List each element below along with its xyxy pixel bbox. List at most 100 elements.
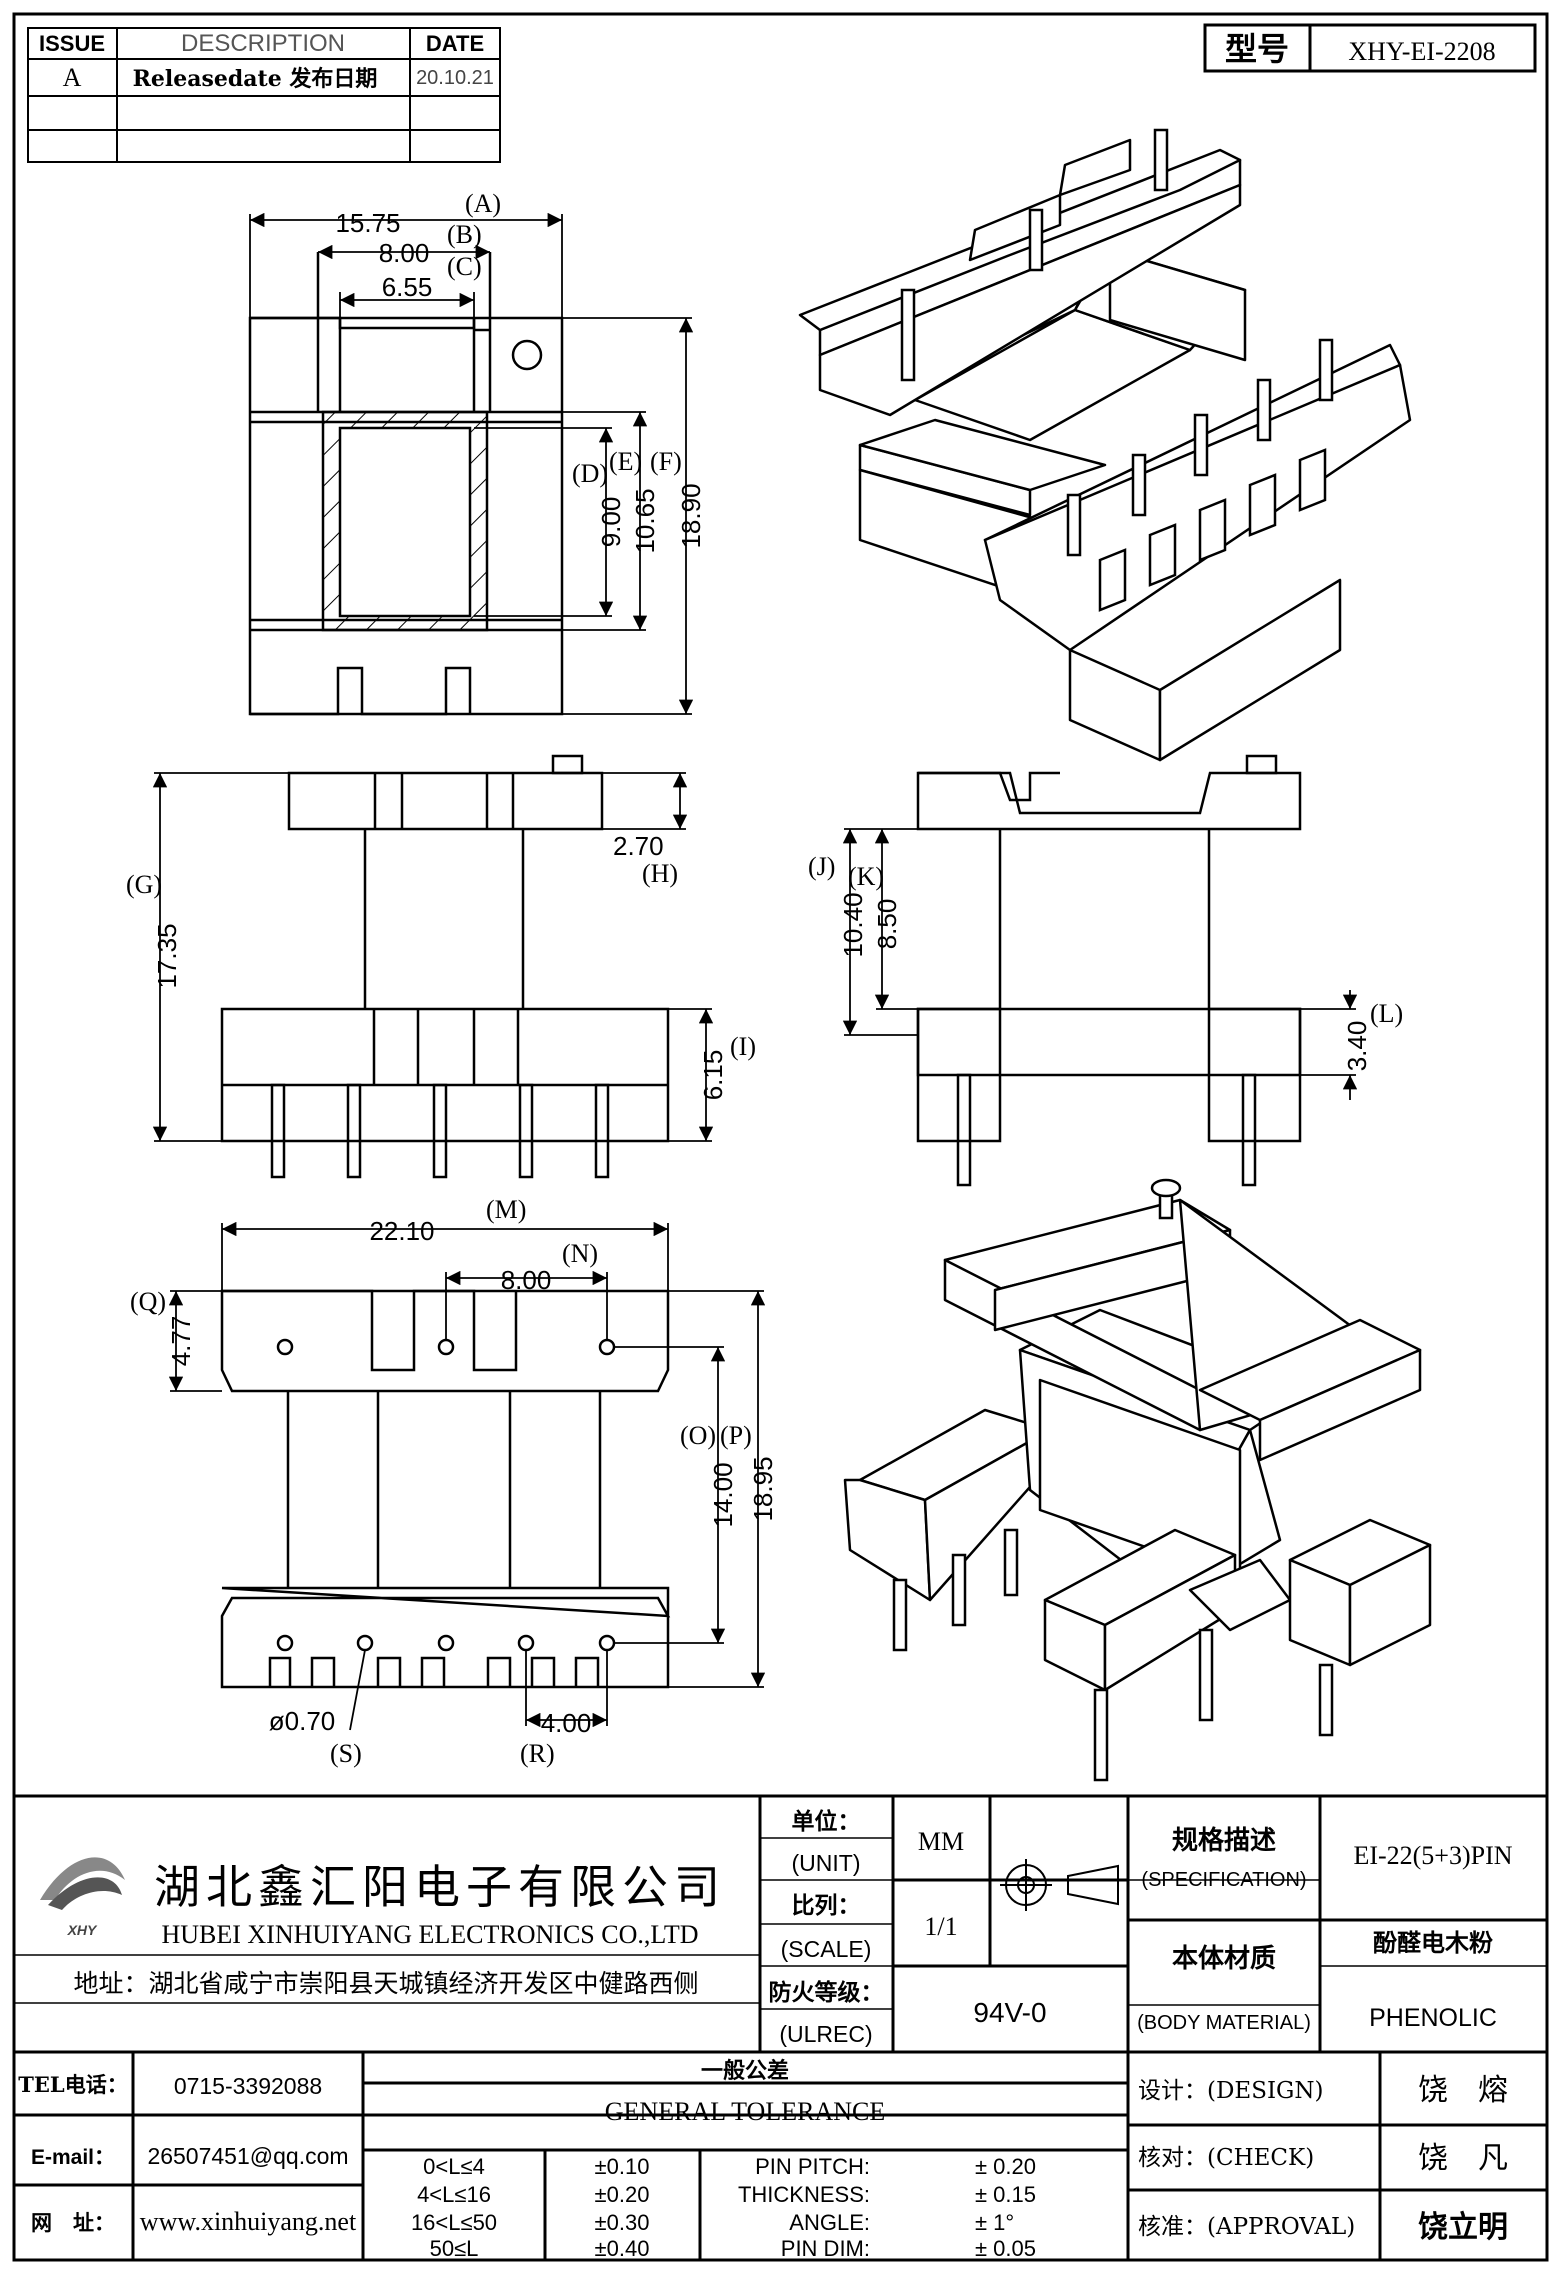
email-label: E-mail： bbox=[31, 2146, 115, 2169]
sheet-border bbox=[12, 12, 1549, 2262]
scale-label-cn: 比列： bbox=[792, 1892, 861, 1919]
dim-l-tag: (L) bbox=[1370, 999, 1403, 1028]
dim-m-tag: (M) bbox=[486, 1195, 526, 1224]
dim-n-tag: (N) bbox=[562, 1239, 598, 1268]
design-name: 饶 熔 bbox=[1418, 2073, 1508, 2108]
dim-i-value: 6.15 bbox=[698, 1050, 728, 1101]
dim-d-value: 9.00 bbox=[596, 497, 626, 548]
side-view-dim-lines bbox=[842, 828, 1358, 1100]
logo-text: XHY bbox=[67, 1922, 98, 1938]
tolerance-items: PIN PITCH: THICKNESS: ANGLE: PIN DIM: ± … bbox=[738, 2154, 1036, 2261]
dim-r-value: 4.00 bbox=[541, 1708, 592, 1738]
tel-label: TEL电话： bbox=[18, 2072, 127, 2097]
ulrec-label-cn: 防火等级： bbox=[769, 1979, 884, 2006]
model-value: XHY-EI-2208 bbox=[1348, 37, 1495, 66]
tolerance-item-name: THICKNESS: bbox=[738, 2182, 870, 2207]
dim-s-tag: (S) bbox=[330, 1739, 362, 1768]
bottom-view-dim-lines bbox=[168, 1221, 766, 1731]
top-view bbox=[248, 252, 564, 716]
dim-j-value: 10.40 bbox=[838, 892, 868, 957]
scale-value: 1/1 bbox=[924, 1912, 957, 1941]
dim-h-value: 2.70 bbox=[613, 831, 664, 861]
tolerance-range: 50≤L bbox=[430, 2236, 479, 2261]
tolerance-item-value: ± 1° bbox=[975, 2210, 1014, 2235]
material-label-cn: 本体材质 bbox=[1172, 1944, 1276, 1974]
design-label: 设计：(DESIGN) bbox=[1138, 2078, 1324, 2104]
dim-k-tag: (K) bbox=[848, 862, 884, 891]
material-label-en: (BODY MATERIAL) bbox=[1137, 2012, 1311, 2034]
dim-e-value: 10.65 bbox=[630, 488, 660, 553]
tolerance-item-name: PIN PITCH: bbox=[755, 2154, 870, 2179]
tolerance-item-value: ± 0.15 bbox=[975, 2182, 1036, 2207]
tolerance-ranges: 0<L≤4 4<L≤16 16<L≤50 50≤L ±0.10 ±0.20 ±0… bbox=[411, 2154, 650, 2261]
dim-k-value: 8.50 bbox=[872, 899, 902, 950]
dim-h-tag: (H) bbox=[642, 859, 678, 888]
approval-label: 核准：(APPROVAL) bbox=[1138, 2214, 1355, 2240]
dim-p-value: 18.95 bbox=[748, 1456, 778, 1521]
spec-label-cn: 规格描述 bbox=[1172, 1825, 1276, 1856]
dim-m-value: 22.10 bbox=[369, 1216, 434, 1246]
tolerance-range: 16<L≤50 bbox=[411, 2210, 497, 2235]
dim-l-value: 3.40 bbox=[1342, 1021, 1372, 1072]
model-label: 型号 bbox=[1225, 30, 1289, 68]
isometric-view-top-pins bbox=[900, 128, 1334, 612]
dim-o-value: 14.00 bbox=[708, 1462, 738, 1527]
dim-p-tag: (P) bbox=[720, 1421, 752, 1450]
material-value-cn: 酚醛电木粉 bbox=[1373, 1928, 1493, 1957]
company-name-cn: 湖北鑫汇阳电子有限公司 bbox=[154, 1860, 726, 1914]
dim-o-tag: (O) bbox=[680, 1421, 716, 1450]
unit-label-en: (UNIT) bbox=[792, 1850, 861, 1876]
dim-f-value: 18.90 bbox=[676, 483, 706, 548]
projection-symbol-icon bbox=[1000, 1859, 1119, 1911]
dim-r-tag: (R) bbox=[520, 1739, 555, 1768]
web-value: www.xinhuiyang.net bbox=[140, 2207, 357, 2236]
dim-a-tag: (A) bbox=[465, 189, 501, 218]
dim-f-tag: (F) bbox=[650, 447, 682, 476]
dim-s-value: ø0.70 bbox=[269, 1706, 336, 1736]
title-block-thin-lines bbox=[14, 1837, 1547, 2010]
unit-value: MM bbox=[918, 1827, 964, 1856]
tolerance-item-name: ANGLE: bbox=[789, 2210, 870, 2235]
dim-g-value: 17.35 bbox=[152, 923, 182, 988]
rev-row-date: 20.10.21 bbox=[416, 67, 494, 89]
dim-d-tag: (D) bbox=[572, 459, 608, 488]
tolerance-value: ±0.10 bbox=[595, 2154, 650, 2179]
dim-j-tag: (J) bbox=[808, 852, 835, 881]
material-value-en: PHENOLIC bbox=[1369, 2004, 1497, 2032]
isometric-view-top bbox=[798, 138, 1412, 762]
rev-header-date: DATE bbox=[426, 31, 484, 56]
tolerance-item-value: ± 0.20 bbox=[975, 2154, 1036, 2179]
unit-label-cn: 单位： bbox=[792, 1808, 861, 1835]
dim-i-tag: (I) bbox=[730, 1032, 756, 1061]
dim-c-value: 6.55 bbox=[382, 272, 433, 302]
bottom-view bbox=[220, 1289, 671, 1689]
rev-row-description: Releasedate 发布日期 bbox=[133, 66, 378, 92]
web-label: 网 址： bbox=[31, 2210, 115, 2235]
front-view bbox=[220, 754, 670, 1179]
check-label: 核对：(CHECK) bbox=[1138, 2145, 1314, 2171]
model-box bbox=[1203, 23, 1537, 73]
ulrec-value: 94V-0 bbox=[973, 1997, 1046, 2028]
dim-a-value: 15.75 bbox=[335, 208, 400, 238]
tolerance-title-en: GENERAL TOLERANCE bbox=[605, 2097, 885, 2126]
company-address: 地址：湖北省咸宁市崇阳县天城镇经济开发区中健路西侧 bbox=[73, 1969, 698, 1998]
email-value: 26507451@qq.com bbox=[147, 2143, 348, 2169]
company-name-en: HUBEI XINHUIYANG ELECTRONICS CO.,LTD bbox=[161, 1920, 698, 1949]
spec-value: EI-22(5+3)PIN bbox=[1353, 1841, 1512, 1870]
tolerance-range: 0<L≤4 bbox=[423, 2154, 485, 2179]
tolerance-value: ±0.30 bbox=[595, 2210, 650, 2235]
front-view-dim-lines bbox=[152, 772, 714, 1142]
dim-c-tag: (C) bbox=[447, 252, 482, 281]
tolerance-item-value: ± 0.05 bbox=[975, 2236, 1036, 2261]
approval-name: 饶立明 bbox=[1418, 2210, 1508, 2245]
tolerance-range: 4<L≤16 bbox=[417, 2182, 491, 2207]
dim-b-tag: (B) bbox=[447, 220, 482, 249]
spec-label-en: (SPECIFICATION) bbox=[1141, 1869, 1306, 1891]
dim-g-tag: (G) bbox=[126, 870, 162, 899]
top-view-dim-lines bbox=[249, 212, 694, 715]
isometric-view-bottom-pins bbox=[892, 1178, 1334, 1782]
rev-header-description: DESCRIPTION bbox=[181, 30, 345, 57]
side-view bbox=[916, 754, 1302, 1187]
dim-n-value: 8.00 bbox=[501, 1265, 552, 1295]
